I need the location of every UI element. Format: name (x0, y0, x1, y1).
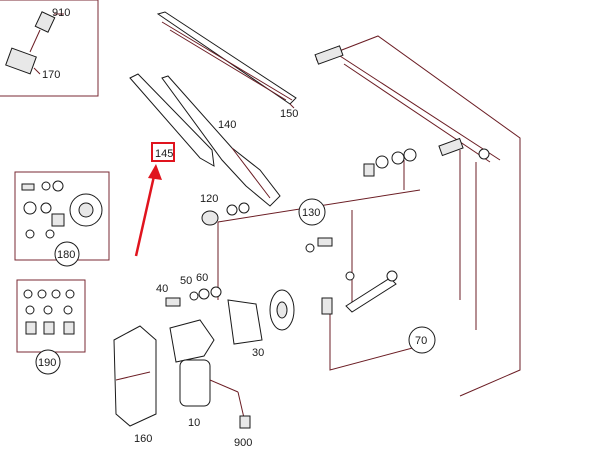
wiper-arm (161, 75, 281, 207)
callout-160: 160 (134, 433, 152, 445)
callout-60: 60 (196, 272, 208, 284)
callout-130: 130 (302, 207, 320, 219)
motor-cover (113, 325, 157, 427)
inset-box-connector (0, 0, 99, 97)
callout-40: 40 (156, 283, 168, 295)
callout-70: 70 (415, 335, 427, 347)
wiper-linkage-frame (217, 35, 521, 397)
callout-910: 910 (52, 7, 70, 19)
callout-30: 30 (252, 347, 264, 359)
wiper-blade (156, 11, 297, 109)
highlight-marker: 145 (134, 142, 175, 257)
wiper-motor (169, 319, 245, 419)
crank-plate (227, 289, 295, 345)
callout-circle-70: 70 (408, 326, 436, 354)
arm-cover (129, 73, 215, 167)
callout-145: 145 (155, 148, 173, 160)
callout-170: 170 (42, 69, 60, 81)
callout-50: 50 (180, 275, 192, 287)
callout-120: 120 (200, 193, 218, 205)
callout-150: 150 (280, 108, 298, 120)
callout-140: 140 (218, 119, 236, 131)
callout-circle-130: 130 (298, 198, 355, 281)
inset-box-190: 190 (16, 279, 86, 375)
pivot-hardware (201, 148, 417, 226)
callout-190: 190 (38, 357, 56, 369)
link-rod (321, 270, 398, 315)
callout-10: 10 (188, 417, 200, 429)
callout-900: 900 (234, 437, 252, 449)
callout-180: 180 (57, 249, 75, 261)
motor-mount-hardware (165, 286, 222, 307)
inset-box-180: 180 (14, 171, 110, 267)
motor-connector (239, 415, 251, 429)
